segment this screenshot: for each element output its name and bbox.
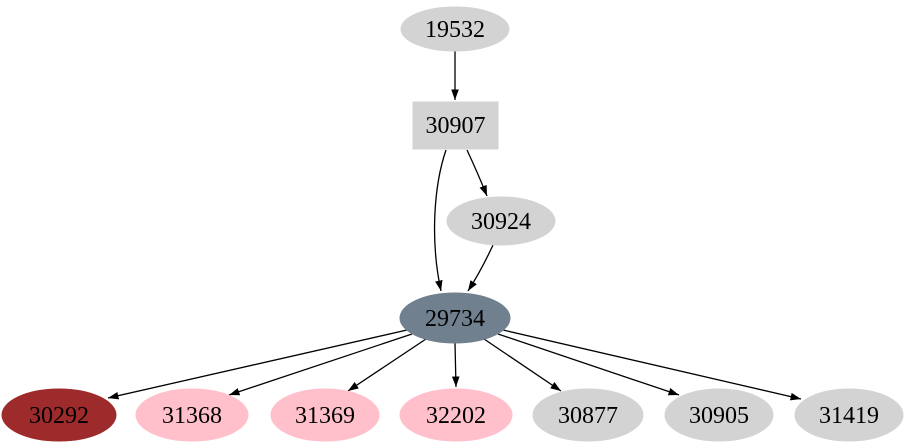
edge-30924-29734 [467, 244, 494, 292]
node-30905-shape [664, 388, 774, 442]
edge-29734-30877 [483, 338, 562, 392]
node-31369[interactable]: 31369 [270, 388, 380, 442]
edge-29734-30905 [497, 333, 680, 396]
node-31368[interactable]: 31368 [135, 388, 249, 442]
node-31419-shape [794, 388, 904, 442]
node-30292-label: 30292 [29, 403, 89, 429]
node-30877[interactable]: 30877 [532, 388, 644, 442]
node-31368-label: 31368 [162, 403, 222, 429]
node-31369-shape [270, 388, 380, 442]
edge-29734-31369 [347, 338, 427, 392]
node-30905-label: 30905 [689, 403, 749, 429]
node-30877-shape [532, 388, 644, 442]
edge-29734-31368 [228, 333, 413, 396]
edge-30907-30924 [466, 149, 488, 197]
node-31419[interactable]: 31419 [794, 388, 904, 442]
node-30924-shape [446, 196, 556, 246]
edge-layer [107, 51, 802, 401]
node-30907-shape [412, 101, 499, 150]
node-31419-label: 31419 [819, 403, 879, 429]
node-30924-label: 30924 [471, 209, 531, 235]
node-31369-label: 31369 [295, 403, 355, 429]
node-30292-shape [1, 388, 117, 442]
node-32202[interactable]: 32202 [399, 388, 513, 442]
node-19532[interactable]: 19532 [400, 6, 510, 52]
node-29734[interactable]: 29734 [399, 292, 511, 344]
edge-29734-30292 [107, 329, 408, 400]
node-19532-label: 19532 [425, 17, 485, 43]
edge-30907-29734 [433, 149, 447, 292]
node-31368-shape [135, 388, 249, 442]
node-30907[interactable]: 30907 [412, 101, 499, 150]
node-29734-shape [399, 292, 511, 344]
node-32202-shape [399, 388, 513, 442]
node-30292[interactable]: 30292 [1, 388, 117, 442]
edge-29734-32202 [451, 342, 460, 388]
node-30924[interactable]: 30924 [446, 196, 556, 246]
node-30907-label: 30907 [426, 113, 486, 139]
node-30905[interactable]: 30905 [664, 388, 774, 442]
edge-29734-31419 [502, 329, 802, 401]
node-19532-shape [400, 6, 510, 52]
node-29734-label: 29734 [425, 306, 485, 332]
node-30877-label: 30877 [558, 403, 618, 429]
node-32202-label: 32202 [426, 403, 486, 429]
